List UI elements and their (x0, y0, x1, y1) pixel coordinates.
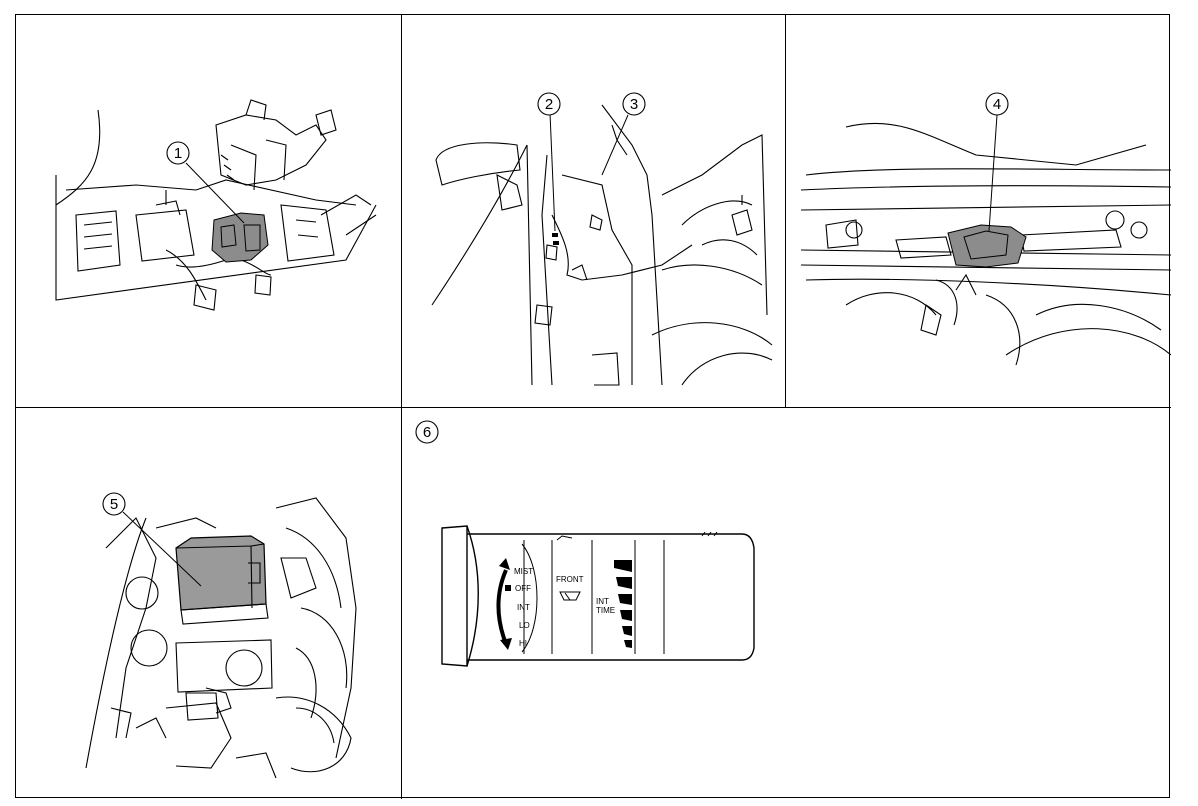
off-position-marker (505, 585, 511, 591)
front-wiper-icon (559, 591, 581, 601)
svg-text:5: 5 (110, 496, 118, 513)
ring-label-hi: HI (519, 639, 527, 648)
panel-1: 1 (16, 15, 401, 407)
panel-3: 4 (786, 15, 1171, 407)
svg-text:1: 1 (174, 145, 182, 162)
panel-4-illustration: 5 (85, 492, 357, 779)
grid-divider (785, 15, 786, 407)
ring-label-int: INT (517, 603, 530, 612)
int-time-label-line1: INT (596, 597, 609, 606)
panel-1-illustration: 1 (55, 99, 377, 311)
panel-6-empty (786, 408, 1171, 799)
callout-4: 4 (985, 92, 1009, 116)
callout-5: 5 (102, 492, 126, 516)
panel-3-illustration: 4 (800, 92, 1171, 366)
wiper-switch-illustration: 6 MIST OFF INT (415, 420, 755, 667)
int-time-scale (614, 560, 632, 648)
panel-2-illustration: 2 3 (431, 92, 773, 386)
panel-5: 6 MIST OFF INT (402, 408, 785, 799)
svg-text:6: 6 (423, 424, 431, 441)
ring-label-off: OFF (515, 584, 531, 593)
svg-text:3: 3 (630, 96, 638, 113)
callout-2: 2 (537, 92, 561, 116)
diagram-grid: 1 (15, 14, 1171, 799)
wiper-arrow-icon (496, 558, 512, 650)
svg-text:2: 2 (545, 96, 553, 113)
callout-6: 6 (415, 420, 439, 444)
int-time-label-line2: TIME (596, 606, 615, 615)
panel-2: 2 3 (402, 15, 785, 407)
ring-label-mist: MIST (514, 567, 533, 576)
front-label: FRONT (556, 575, 584, 584)
svg-text:4: 4 (993, 96, 1001, 113)
ring-label-lo: LO (519, 621, 530, 630)
panel-4: 5 (16, 408, 401, 799)
callout-1: 1 (166, 141, 190, 165)
callout-3: 3 (622, 92, 646, 116)
grid-divider (16, 407, 1171, 408)
